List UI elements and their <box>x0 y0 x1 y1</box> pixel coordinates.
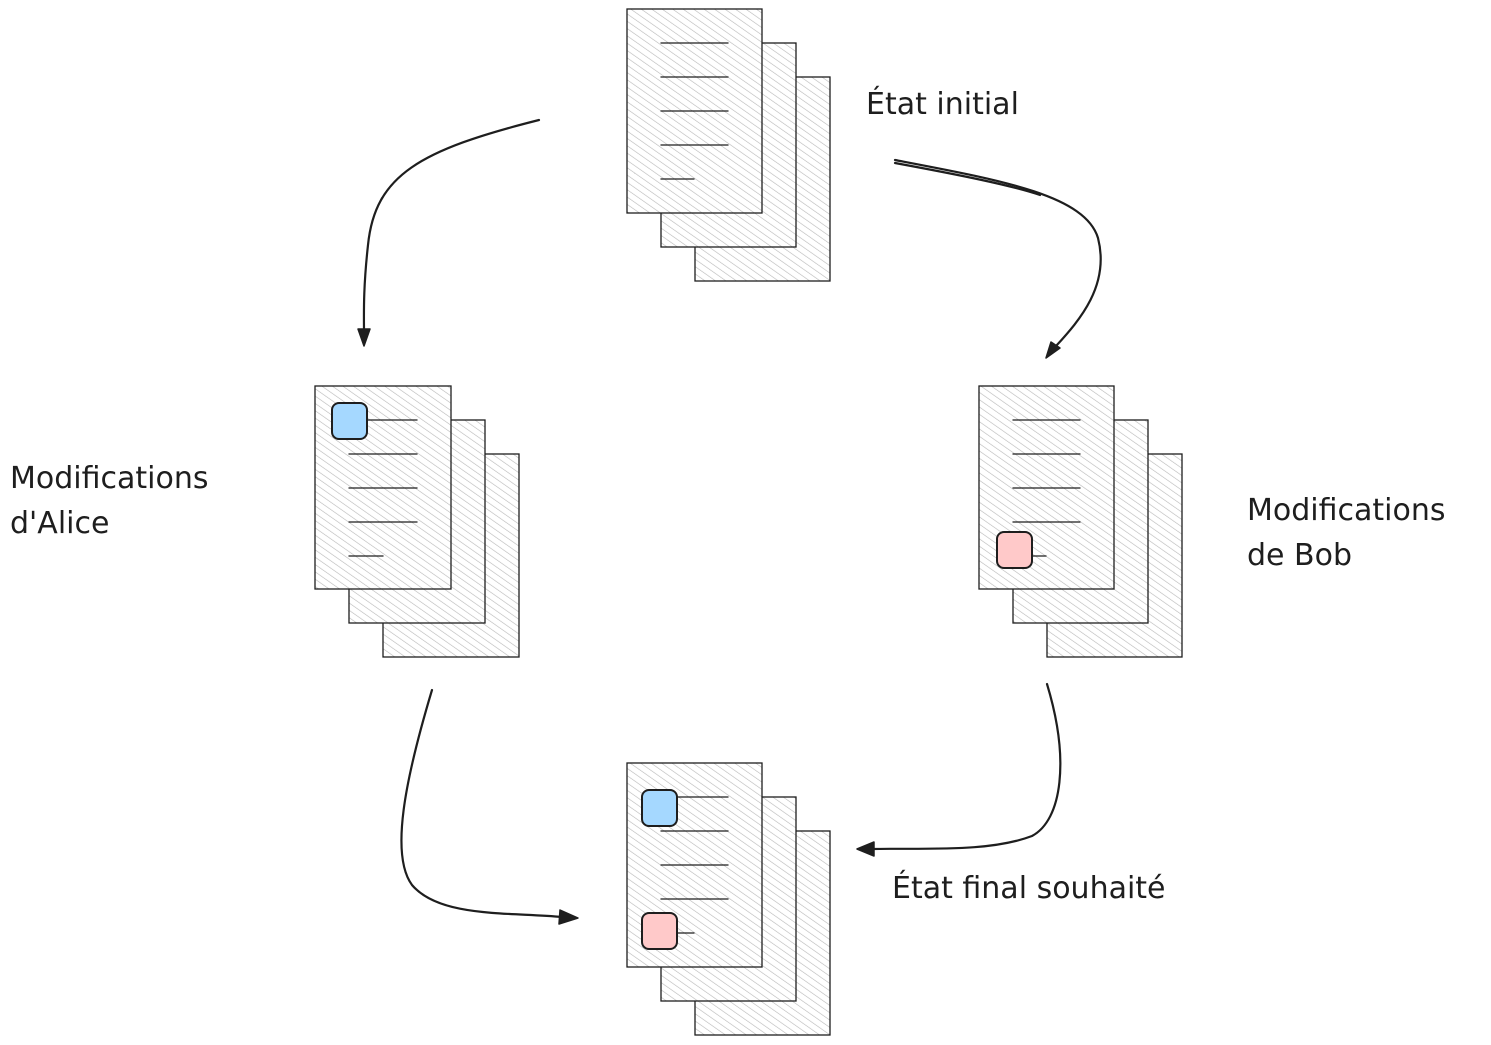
label-bob-line-1: Modifications <box>1247 493 1446 528</box>
document-stack-bob <box>978 385 1183 658</box>
alice-change-marker <box>331 402 368 440</box>
document-stack-alice <box>314 385 520 658</box>
bob-change-marker <box>996 531 1033 569</box>
label-final-state: État final souhaité <box>892 871 1166 906</box>
document-text-lines <box>660 42 729 180</box>
alice-change-marker <box>641 789 678 827</box>
label-alice-line-1: Modifications <box>10 461 209 496</box>
document-stack-initial <box>626 8 831 282</box>
arrow-alice-to-final <box>400 688 579 925</box>
label-bob-line-2: de Bob <box>1247 538 1353 573</box>
label-bob-changes: Modifications de Bob <box>1247 488 1446 578</box>
label-alice-line-2: d'Alice <box>10 506 110 541</box>
bob-change-marker <box>641 912 678 950</box>
label-initial-state: État initial <box>866 87 1019 122</box>
document-stack-final <box>626 762 831 1036</box>
arrow-bob-to-final <box>856 682 1062 857</box>
arrow-initial-to-bob <box>893 158 1102 359</box>
label-alice-changes: Modifications d'Alice <box>10 456 209 546</box>
arrow-initial-to-alice <box>357 118 541 347</box>
